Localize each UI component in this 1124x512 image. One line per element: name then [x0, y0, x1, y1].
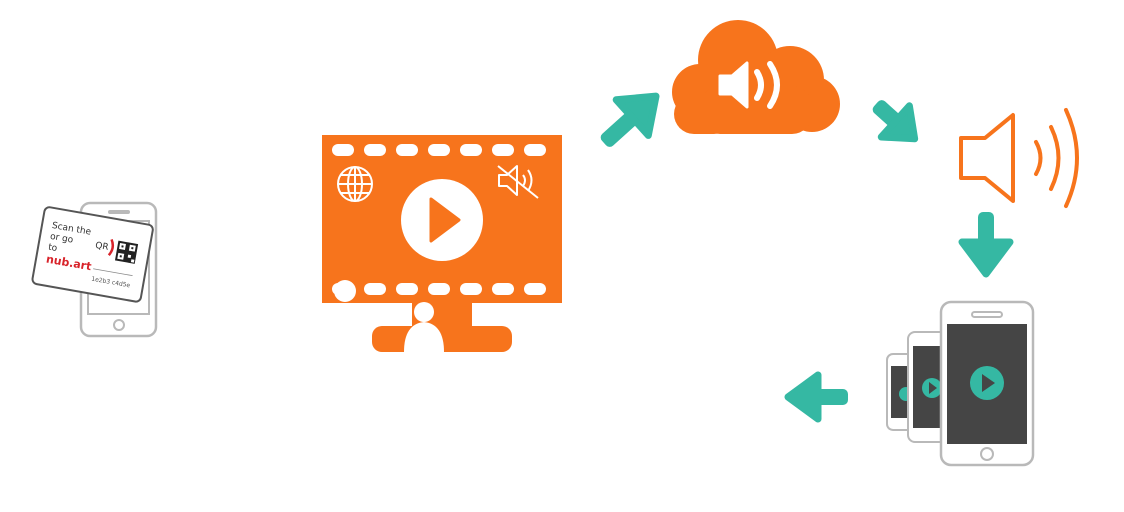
multiple-phones-play-icon [886, 300, 1035, 467]
arrow-speaker-to-phones [958, 212, 1014, 278]
audience-icon [322, 280, 444, 352]
card-line-2: or go [49, 232, 74, 246]
video-monitor-icon [322, 135, 562, 352]
qr-card: Scan the or go to nub.art QR 1e2b3 c4d5e [31, 206, 154, 303]
qr-code-icon [114, 240, 139, 264]
arrow-monitor-to-cloud [600, 92, 660, 147]
cloud-speaker-icon [672, 20, 840, 134]
speaker-sound-waves-icon [959, 108, 1079, 208]
card-line-3: to [47, 243, 58, 255]
globe-icon [337, 166, 373, 202]
nub-arc-icon [107, 238, 115, 257]
arrow-phones-to-left [784, 371, 848, 423]
phone-with-qr-card-icon: Scan the or go to nub.art QR 1e2b3 c4d5e [31, 201, 158, 338]
muted-speaker-icon [497, 165, 539, 199]
arrow-cloud-to-speaker [872, 100, 919, 143]
play-icon [401, 179, 483, 261]
qr-label: QR [94, 241, 109, 253]
